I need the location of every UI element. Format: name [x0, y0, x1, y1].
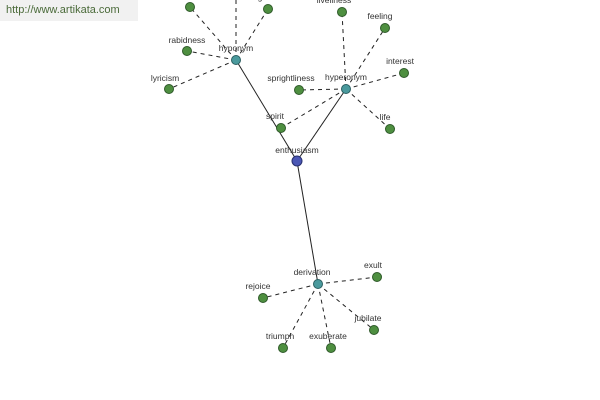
node-exuberate[interactable]: [326, 343, 336, 353]
edge-derivation-exult-2-1: [317, 276, 378, 285]
node-derivation-2-label: derivation: [294, 267, 331, 277]
edge-derivation-rejoice-2-0: [262, 283, 319, 299]
node-enthusiasm-label: enthusiasm: [275, 145, 318, 155]
node-life[interactable]: [385, 124, 395, 134]
node-exuberate-label: exuberate: [309, 331, 347, 341]
node-jubilate[interactable]: [369, 325, 379, 335]
node-spirit-label: spirit: [266, 111, 285, 121]
node-hyponym-0-label: hyponym: [219, 43, 254, 53]
node-feeling-label: feeling: [367, 11, 392, 21]
node-feeling[interactable]: [380, 23, 390, 33]
edge-hyperonym-liveliness-1-2: [341, 11, 347, 90]
edge-derivation-exuberate-2-3: [317, 283, 332, 349]
node-sprightliness-label: sprightliness: [267, 73, 314, 83]
node-exult-label: exult: [364, 260, 383, 270]
node-rabidness-label: rabidness: [169, 35, 206, 45]
node-rabidness[interactable]: [182, 46, 192, 56]
node-hyperonym-1[interactable]: [341, 84, 351, 94]
edge-hyponym-node-0-0: [189, 6, 237, 61]
edge-hyponym-rabidness-0-2: [186, 50, 237, 61]
node-jubilate-label: jubilate: [354, 313, 382, 323]
edge-hyperonym-spirit-1-0: [280, 88, 347, 129]
edge-hyperonym-interest-1-4: [345, 72, 405, 90]
node-enthusiasm[interactable]: [291, 155, 303, 167]
node-interest-label: interest: [386, 56, 415, 66]
graph-labels: gusto rabidness lyricism spirit sprightlines…: [151, 0, 415, 341]
edge-enthusiasm-derivation-2: [296, 160, 319, 285]
node-triumph[interactable]: [278, 343, 288, 353]
node-triumph-label: triumph: [266, 331, 295, 341]
node-lyricism-label: lyricism: [151, 73, 179, 83]
node-gusto[interactable]: [263, 4, 273, 14]
edge-hyperonym-life-1-5: [345, 88, 391, 130]
node-gusto-label: gusto: [258, 0, 279, 2]
node-hyperonym-1-label: hyperonym: [325, 72, 367, 82]
edge-enthusiasm-hyponym-0: [235, 59, 298, 162]
edge-derivation-jubilate-2-2: [317, 283, 375, 331]
edge-hyponym-gusto-0-1: [235, 8, 269, 61]
node-derivation-2[interactable]: [313, 279, 323, 289]
node-exult[interactable]: [372, 272, 382, 282]
node-interest[interactable]: [399, 68, 409, 78]
node-node[interactable]: [185, 2, 195, 12]
site-watermark[interactable]: http://www.artikata.com: [0, 0, 138, 21]
node-rejoice-label: rejoice: [245, 281, 270, 291]
node-lyricism[interactable]: [164, 84, 174, 94]
node-liveliness-label: liveliness: [317, 0, 352, 5]
node-sprightliness[interactable]: [294, 85, 304, 95]
node-spirit[interactable]: [276, 123, 286, 133]
node-liveliness[interactable]: [337, 7, 347, 17]
node-rejoice[interactable]: [258, 293, 268, 303]
node-hyponym-0[interactable]: [231, 55, 241, 65]
graph-edges: [168, 0, 405, 349]
node-life-label: life: [380, 112, 391, 122]
edge-hyperonym-sprightliness-1-1: [298, 88, 347, 91]
edge-enthusiasm-hyperonym-1: [296, 88, 347, 162]
graph-nodes: [164, 2, 409, 353]
